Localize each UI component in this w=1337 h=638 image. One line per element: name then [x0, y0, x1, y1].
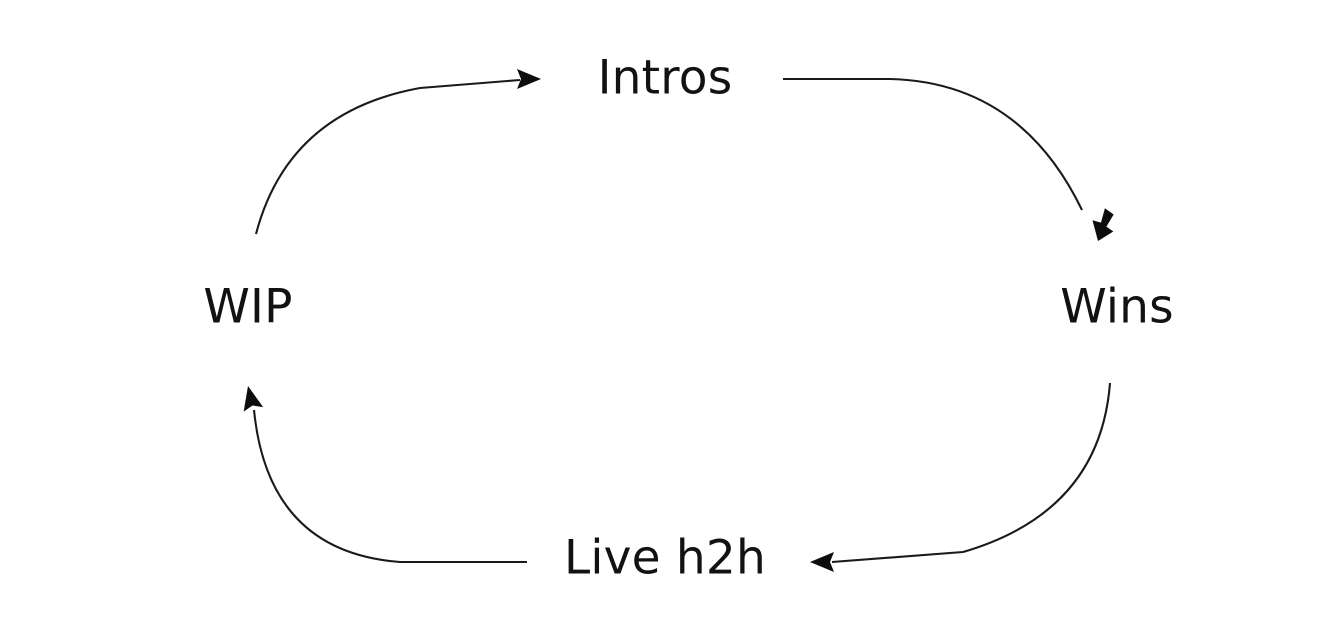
arrowhead-wip-to-intros: [517, 69, 541, 89]
edge-path-wins-to-live-h2h: [831, 382, 1112, 564]
edge-intros-to-wins: [783, 77, 1114, 241]
edge-path-intros-to-wins: [783, 77, 1083, 211]
node-label-live-h2h: Live h2h: [564, 530, 766, 586]
arrowhead-intros-to-wins: [1092, 208, 1114, 241]
edge-wins-to-live-h2h: [810, 382, 1112, 572]
node-label-wins: Wins: [1060, 279, 1174, 335]
arrowhead-wins-to-live-h2h: [810, 552, 834, 572]
arrowhead-live-h2h-to-wip: [243, 386, 264, 412]
edge-live-h2h-to-wip: [243, 386, 527, 564]
edge-wip-to-intros: [254, 69, 541, 235]
edge-path-live-h2h-to-wip: [252, 409, 527, 564]
node-label-wip: WIP: [203, 279, 293, 335]
edge-path-wip-to-intros: [254, 78, 521, 235]
node-label-intros: Intros: [597, 50, 733, 106]
